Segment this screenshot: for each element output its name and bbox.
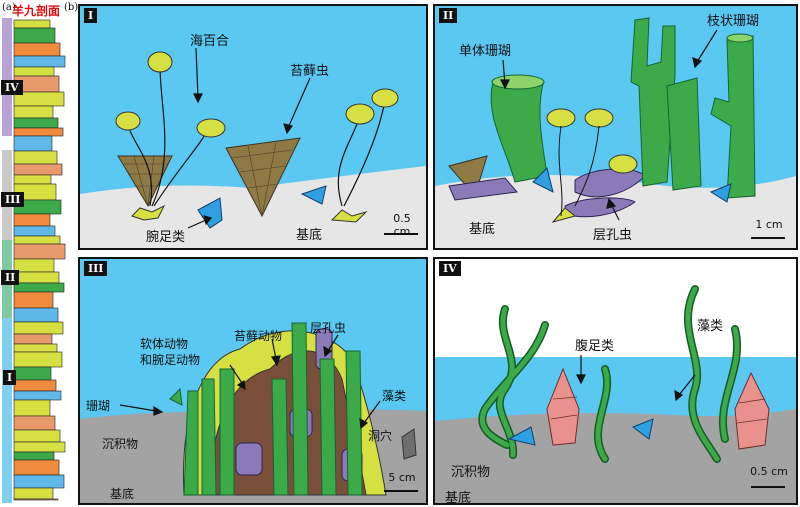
stratigraphic-column: (a) 羊九剖面 IV III II I — [0, 0, 78, 507]
lithology-bed — [13, 27, 56, 44]
lithology-bed — [13, 19, 51, 29]
lithology-bed — [13, 291, 54, 309]
label-bryozoa: 苔藓动物 — [234, 329, 283, 343]
lithology-bed — [13, 55, 66, 68]
panel-b-letter: (b) — [64, 2, 79, 13]
label-stromatoporoid-iii: 层孔虫 — [310, 321, 347, 335]
panel-i-number: I — [84, 8, 98, 23]
lithology-bed — [13, 243, 66, 260]
lithology-bed — [13, 487, 54, 500]
label-branching-coral: 枝状珊瑚 — [707, 14, 760, 29]
unit-bar-i — [2, 318, 12, 503]
lithology-bed — [13, 390, 62, 401]
panel-a-letter: (a) — [2, 2, 16, 13]
lithology-bed — [13, 213, 51, 227]
label-brachiopod: 腕足类 — [146, 230, 186, 245]
label-mollusc-brachiopod-1: 软体动物 — [140, 337, 189, 351]
lithology-bed — [13, 459, 60, 476]
panel-iv: IV 腹足类 藻类 沉积物 基底 0.5 cm — [433, 257, 798, 505]
lithology-bed — [13, 271, 60, 284]
label-substrate-ii: 基底 — [469, 222, 496, 237]
lithology-bed — [13, 441, 66, 453]
lithology-bed — [13, 66, 55, 77]
panel-iv-number: IV — [439, 261, 461, 276]
label-substrate-iii: 基底 — [110, 487, 135, 501]
unit-label-iii: III — [1, 192, 25, 207]
lithology-bed — [13, 379, 57, 392]
panel-iii-number: III — [84, 261, 108, 276]
panel-i: I 海百合 苔藓虫 腕足类 基底 0.5 cm — [78, 4, 428, 250]
label-stromatoporoid-ii: 层孔虫 — [593, 228, 633, 243]
lithology-bed — [13, 42, 61, 57]
lithology-bed — [13, 498, 59, 501]
column-graphic — [2, 18, 66, 503]
scale-iii: 5 cm — [388, 471, 416, 484]
lithology-bed — [13, 429, 61, 443]
lithology-bed — [13, 415, 56, 431]
lithology-bed — [13, 127, 64, 137]
panel-iii-scene — [80, 259, 426, 503]
lithology-bed — [13, 235, 61, 245]
unit-label-iv: IV — [1, 80, 23, 95]
lithology-bed — [13, 366, 52, 381]
lithology-bed — [13, 474, 65, 489]
lithology-bed — [13, 351, 63, 368]
panel-i-scene — [80, 6, 426, 248]
label-gastropod: 腹足类 — [575, 339, 615, 354]
label-algae-iv: 藻类 — [697, 319, 724, 334]
section-title: 羊九剖面 — [12, 4, 61, 18]
label-substrate-i: 基底 — [296, 228, 323, 243]
lithology-blocks — [13, 19, 66, 501]
lithology-bed — [13, 117, 59, 129]
lithology-bed — [13, 321, 64, 335]
label-coral: 珊瑚 — [86, 399, 111, 413]
lithology-bed — [13, 258, 55, 273]
lithology-bed — [13, 307, 59, 323]
lithology-bed — [13, 163, 63, 176]
label-algae-iii: 藻类 — [382, 389, 407, 403]
panel-ii-scene — [435, 6, 796, 248]
lithology-bed — [13, 105, 54, 119]
label-crinoid: 海百合 — [190, 34, 230, 49]
label-sediment-iii: 沉积物 — [102, 437, 139, 451]
scale-ii: 1 cm — [755, 218, 783, 231]
label-bryozoan: 苔藓虫 — [290, 64, 330, 79]
label-mollusc-brachiopod-2: 和腕足动物 — [140, 353, 201, 367]
panel-ii: II 单体珊瑚 枝状珊瑚 基底 层孔虫 1 cm — [433, 4, 798, 250]
lithology-bed — [13, 451, 55, 461]
lithology-bed — [13, 225, 56, 237]
lithology-bed — [13, 150, 58, 165]
panel-ii-number: II — [439, 8, 458, 23]
lithology-bed — [13, 135, 53, 152]
lithology-bed — [13, 333, 53, 345]
lithology-bed — [13, 282, 65, 293]
scale-iv: 0.5 cm — [750, 465, 788, 478]
lithology-bed — [13, 174, 52, 185]
unit-label-i: I — [3, 370, 17, 385]
label-substrate-iv: 基底 — [445, 491, 472, 505]
scale-i: 0.5 cm — [393, 212, 411, 238]
label-cave: 洞穴 — [368, 429, 393, 443]
unit-label-ii: II — [1, 270, 20, 285]
panel-iii: III 软体动物 和腕足动物 苔藓动物 层孔虫 珊瑚 藻类 洞穴 沉积物 基底 … — [78, 257, 428, 505]
unit-bar-iv — [2, 18, 12, 136]
lithology-bed — [13, 399, 51, 417]
lithology-bed — [13, 343, 58, 353]
label-sediment-iv: 沉积物 — [451, 465, 491, 480]
label-solitary-coral: 单体珊瑚 — [459, 44, 512, 59]
panel-iv-scene — [435, 259, 796, 503]
